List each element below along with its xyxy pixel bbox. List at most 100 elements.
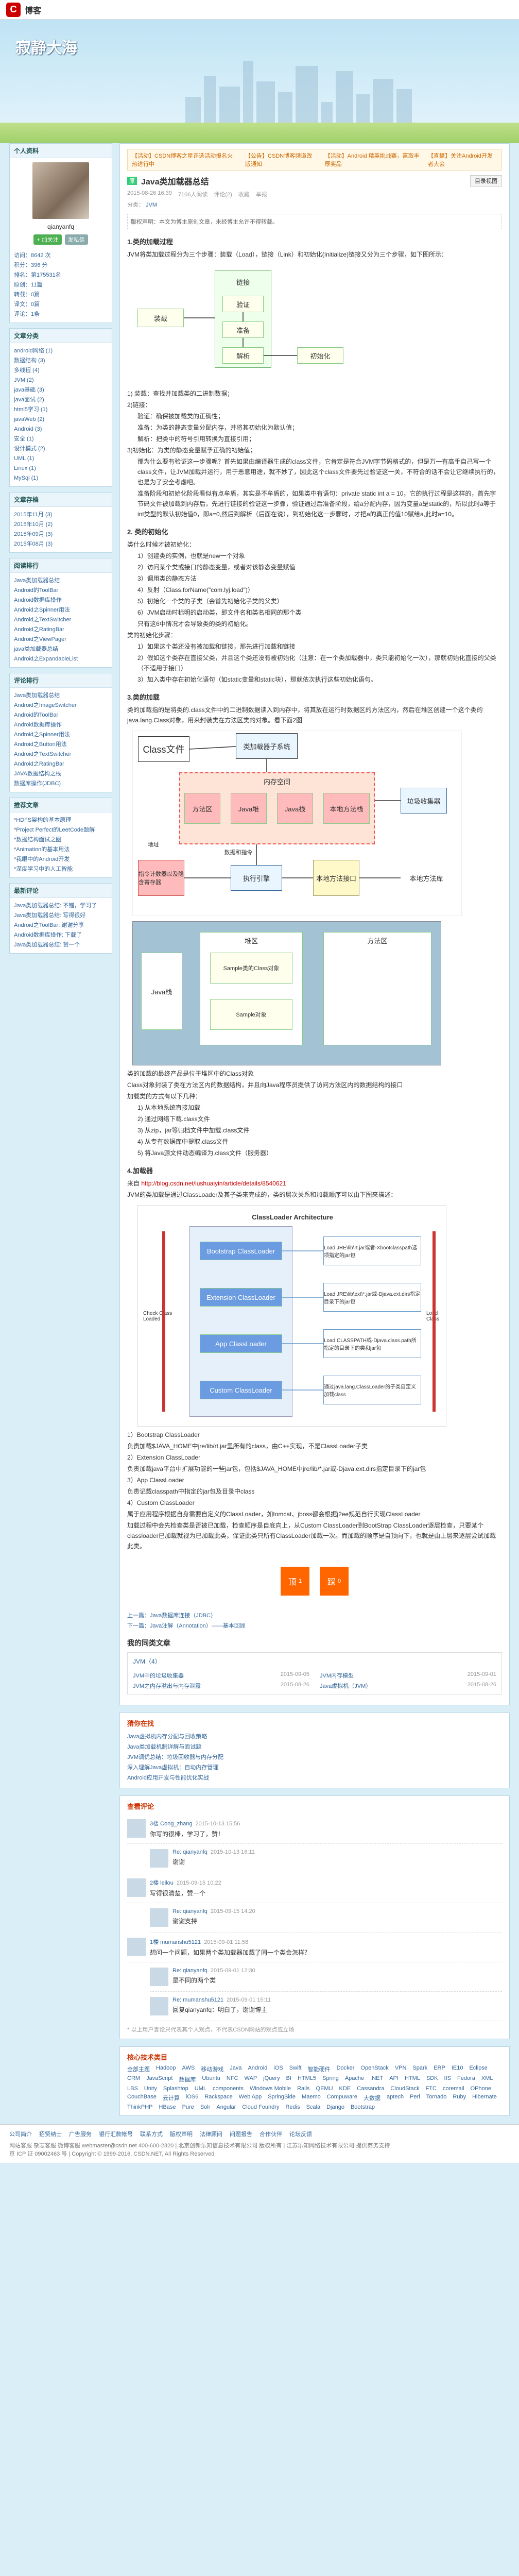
footer-link[interactable]: 法律顾问 <box>200 2131 222 2138</box>
comment-rank-item[interactable]: JAVA数据结构之栈 <box>14 771 61 777</box>
footer-link[interactable]: 广告服务 <box>69 2131 92 2138</box>
tag-link[interactable]: IIS <box>444 2075 451 2081</box>
latest-comment-item[interactable]: Java类加载器总结: 不错，学习了 <box>14 903 97 909</box>
tag-link[interactable]: API <box>389 2075 399 2081</box>
footer-link[interactable]: 公司简介 <box>9 2131 32 2138</box>
category-item[interactable]: Linux (1) <box>14 465 36 471</box>
reading-item[interactable]: Android之ViewPager <box>14 636 66 642</box>
category-item[interactable]: 设计模式 (2) <box>14 446 45 452</box>
commenter-name[interactable]: Re: mumanshu5121 <box>172 1997 224 2003</box>
tag-link[interactable]: components <box>213 2086 244 2092</box>
notice-item[interactable]: 【活动】Android 精英挑战赛，赢取丰厚奖品 <box>324 153 420 167</box>
commenter-avatar[interactable] <box>150 1849 168 1868</box>
comment-rank-item[interactable]: Java类加载器总结 <box>14 692 60 699</box>
latest-comment-item[interactable]: Android之ToolBar: 谢谢分享 <box>14 922 84 928</box>
tag-link[interactable]: Django <box>326 2104 344 2110</box>
commenter-avatar[interactable] <box>127 1878 146 1897</box>
report-link[interactable]: 举报 <box>255 192 267 198</box>
related-title[interactable]: JVM内存模型 <box>320 1673 354 1679</box>
reading-item[interactable]: Android数据库操作 <box>14 597 62 603</box>
follow-button[interactable]: + 加关注 <box>33 234 62 245</box>
commenter-name[interactable]: Re: qianyanfq <box>172 1968 207 1974</box>
guess-item[interactable]: Java虚拟机内存分配与回收策略 <box>127 1734 207 1740</box>
category-item[interactable]: html5学习 (1) <box>14 406 48 413</box>
reading-item[interactable]: java类加载器总结 <box>14 646 59 652</box>
reading-item[interactable]: Android之ExpandableList <box>14 656 78 662</box>
tag-link[interactable]: Cassandra <box>357 2086 385 2092</box>
commenter-avatar[interactable] <box>150 1997 168 2015</box>
footer-link[interactable]: 银行汇款帐号 <box>99 2131 133 2138</box>
tag-link[interactable]: OpenStack <box>360 2065 389 2071</box>
tag-link[interactable]: Angular <box>216 2104 236 2110</box>
tag-link[interactable]: 全部主题 <box>127 2066 150 2073</box>
tag-link[interactable]: Spring <box>322 2075 339 2081</box>
category-item[interactable]: 安全 (1) <box>14 436 34 442</box>
tag-link[interactable]: ThinkPHP <box>127 2104 153 2110</box>
comment-link[interactable]: 评论(2) <box>214 192 232 198</box>
commenter-avatar[interactable] <box>127 1819 146 1838</box>
tag-link[interactable]: CouchBase <box>127 2094 157 2100</box>
related-title[interactable]: JVM之内存溢出与内存泄露 <box>133 1683 201 1689</box>
guess-item[interactable]: 深入理解Java虚拟机：自动内存管理 <box>127 1765 219 1771</box>
footer-link[interactable]: 招贤纳士 <box>39 2131 62 2138</box>
tag-link[interactable]: Hibernate <box>472 2094 497 2100</box>
related-item[interactable]: Java虚拟机（JVM）2015-08-26 <box>320 1682 496 1690</box>
category-item[interactable]: 多线程 (4) <box>14 367 40 374</box>
site-name[interactable]: 博客 <box>25 6 42 15</box>
tag-link[interactable]: 云计算 <box>162 2095 180 2102</box>
tag-link[interactable]: Tornado <box>426 2094 447 2100</box>
tag-link[interactable]: SDK <box>426 2075 438 2081</box>
tag-link[interactable]: Scala <box>306 2104 321 2110</box>
vote-up-button[interactable]: 顶 1 <box>281 1567 309 1596</box>
category-item[interactable]: javaWeb (2) <box>14 416 45 422</box>
tag-link[interactable]: HBase <box>159 2104 176 2110</box>
latest-comment-item[interactable]: Java类加载器总结: 写得很好 <box>14 912 86 919</box>
tag-link[interactable]: Cloud Foundry <box>242 2104 280 2110</box>
message-button[interactable]: 发私信 <box>64 234 88 245</box>
tag-link[interactable]: Perl <box>410 2094 420 2100</box>
guess-item[interactable]: Java类加载机制详解与面试题 <box>127 1744 202 1750</box>
tag-link[interactable]: Compuware <box>326 2094 358 2100</box>
category-link[interactable]: JVM <box>146 202 158 208</box>
blog-title[interactable]: 寂静大海 <box>15 40 77 57</box>
tag-link[interactable]: Apache <box>344 2075 365 2081</box>
tag-link[interactable]: WAP <box>244 2075 257 2081</box>
tag-link[interactable]: Pure <box>182 2104 194 2110</box>
tag-link[interactable]: JavaScript <box>146 2075 173 2081</box>
comment-rank-item[interactable]: Android之Button用法 <box>14 741 67 748</box>
tag-link[interactable]: Swift <box>289 2065 302 2071</box>
comment-rank-item[interactable]: Android之RatingBar <box>14 761 64 767</box>
comment-rank-item[interactable]: Android之ImageSwitcher <box>14 702 77 708</box>
archive-item[interactable]: 2015年09月 (3) <box>14 531 53 537</box>
commenter-name[interactable]: 2楼 leilou <box>150 1880 174 1886</box>
footer-link[interactable]: 合作伙伴 <box>260 2131 282 2138</box>
prev-article-link[interactable]: 上一篇：Java数据库连接（JDBC） <box>127 1613 216 1619</box>
commenter-avatar[interactable] <box>150 1908 168 1927</box>
reading-item[interactable]: Android之Spinner用法 <box>14 607 70 613</box>
footer-link[interactable]: 论坛反馈 <box>289 2131 312 2138</box>
notice-item[interactable]: 【活动】CSDN博客之星评选活动报名火热进行中 <box>132 153 233 167</box>
comment-rank-item[interactable]: Android之Spinner用法 <box>14 732 70 738</box>
recommend-item[interactable]: *Project Perfect的LeetCode题解 <box>14 827 95 833</box>
toc-view-button[interactable]: 目录视图 <box>470 175 502 187</box>
recommend-item[interactable]: *深度学习中的人工智能 <box>14 866 73 872</box>
tag-link[interactable]: HTML5 <box>297 2075 317 2081</box>
commenter-name[interactable]: 3楼 Cong_zhang <box>150 1821 193 1827</box>
category-item[interactable]: 数据结构 (3) <box>14 358 45 364</box>
footer-link[interactable]: 问题报告 <box>230 2131 252 2138</box>
reading-item[interactable]: Android之TextSwitcher <box>14 617 72 623</box>
archive-item[interactable]: 2015年11月 (3) <box>14 512 53 518</box>
tag-link[interactable]: Web App <box>238 2094 262 2100</box>
tag-link[interactable]: HTML <box>404 2075 420 2081</box>
tag-link[interactable]: BI <box>286 2075 291 2081</box>
source-link[interactable]: http://blog.csdn.net/lushuaiyin/article/… <box>141 1180 286 1187</box>
category-item[interactable]: JVM (2) <box>14 377 34 383</box>
tag-link[interactable]: NFC <box>226 2075 238 2081</box>
tag-link[interactable]: iOS6 <box>185 2094 199 2100</box>
tag-link[interactable]: XML <box>481 2075 493 2081</box>
category-item[interactable]: java基础 (3) <box>14 387 44 393</box>
tag-link[interactable]: Fedora <box>457 2075 475 2081</box>
comment-rank-item[interactable]: 数据库操作(JDBC) <box>14 781 61 787</box>
tag-link[interactable]: KDE <box>339 2086 351 2092</box>
tag-link[interactable]: CRM <box>127 2075 141 2081</box>
